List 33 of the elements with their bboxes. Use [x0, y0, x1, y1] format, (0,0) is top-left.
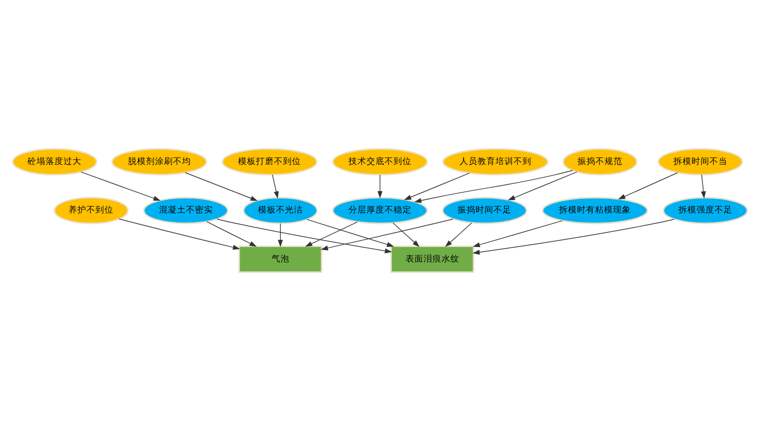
- arrow: [472, 218, 674, 255]
- arrow: [80, 172, 161, 201]
- arrow: [700, 174, 706, 199]
- node-ellipse: 模板打磨不到位: [222, 148, 318, 176]
- arrow: [216, 218, 392, 254]
- node-ellipse: 人员教育培训不到: [442, 148, 548, 176]
- arrow: [445, 222, 472, 248]
- arrow: [305, 222, 358, 247]
- node-ellipse: 拆模强度不足: [662, 196, 748, 224]
- node-ellipse: 振捣时间不足: [442, 196, 528, 224]
- node-ellipse: 拆模时间不当: [658, 148, 743, 176]
- arrow: [306, 219, 394, 247]
- node-ellipse: 养护不到位: [54, 196, 129, 224]
- node-ellipse: 拆模时有粘模现象: [542, 196, 648, 224]
- arrow: [184, 172, 258, 201]
- node-box: 表面泪痕水纹: [390, 246, 474, 273]
- arrow: [404, 172, 470, 200]
- arrow: [508, 172, 578, 200]
- node-box: 气泡: [238, 246, 322, 273]
- arrow: [272, 174, 279, 199]
- arrow: [392, 222, 420, 248]
- arrow: [320, 218, 454, 250]
- arrow: [206, 221, 257, 247]
- arrow: [378, 174, 382, 198]
- node-ellipse: 脱模剂涂刷不均: [111, 148, 208, 176]
- arrow: [472, 220, 563, 248]
- node-ellipse: 振捣不规范: [562, 148, 638, 176]
- arrow: [414, 170, 573, 203]
- node-ellipse: 技术交底不到位: [332, 148, 428, 176]
- arrow: [618, 172, 678, 200]
- arrow: [278, 223, 283, 248]
- arrow: [118, 218, 240, 250]
- node-ellipse: 砼塌落度过大: [12, 148, 98, 176]
